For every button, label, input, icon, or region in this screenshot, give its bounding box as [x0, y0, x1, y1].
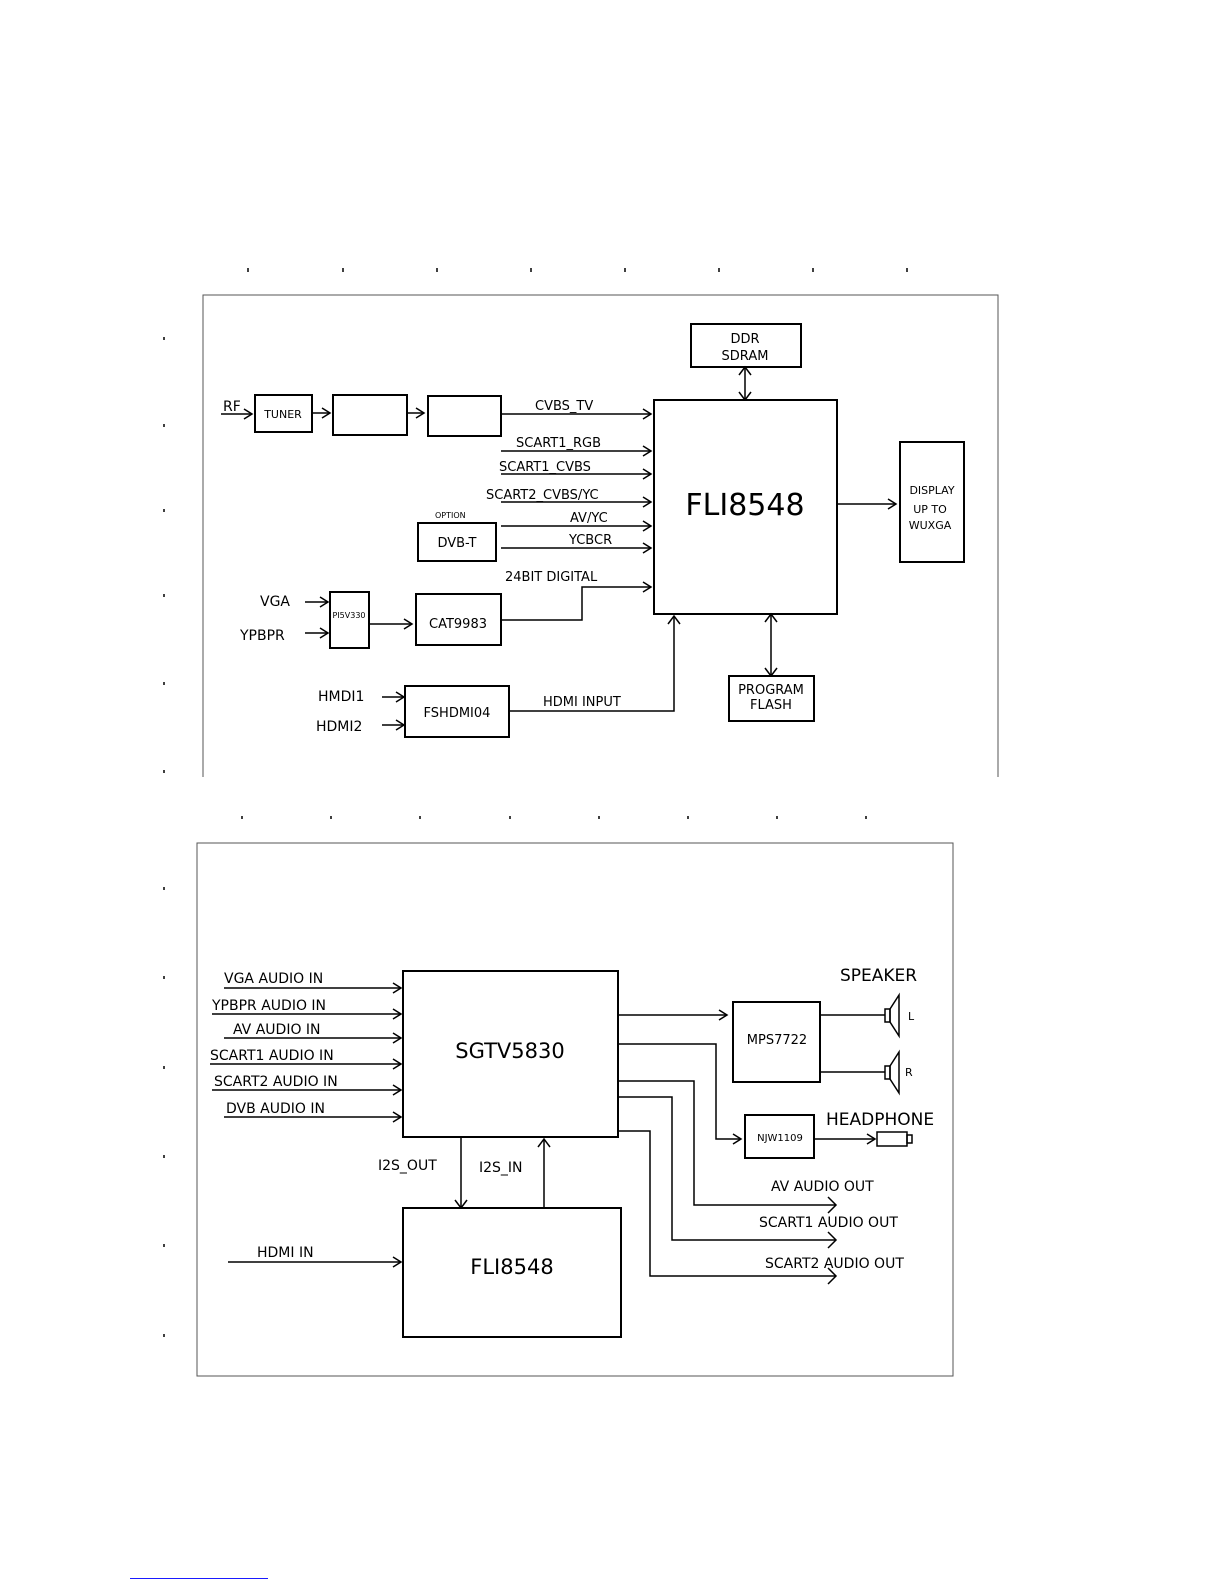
ddr-label: DDR	[730, 332, 759, 347]
hdmi2-label: HDMI2	[316, 719, 362, 735]
speaker-r-label: R	[905, 1066, 913, 1079]
footer-rule	[130, 1578, 268, 1579]
headphone-jack-icon	[876, 1131, 913, 1147]
wuxga-label: WUXGA	[909, 519, 952, 532]
speaker-right-icon	[884, 1049, 900, 1096]
njw1109-block	[744, 1114, 815, 1159]
if-block	[332, 394, 408, 436]
scart2-cvbs-yc-label: SCART2_CVBS/YC	[486, 488, 599, 503]
mps7722-block	[732, 1001, 821, 1083]
av-audio-in-label: AV AUDIO IN	[233, 1022, 321, 1038]
display-label: DISPLAY	[909, 484, 954, 497]
option-label: OPTION	[435, 511, 466, 520]
i2s-out-label: I2S_OUT	[378, 1158, 437, 1174]
njw1109-label: NJW1109	[757, 1133, 803, 1144]
flash-label: FLASH	[750, 698, 792, 713]
24bit-digital-label: 24BIT DIGITAL	[505, 570, 598, 585]
video-block-diagram: RF TUNER CVBS_TV DDR SDRAM FLI8548 SCART…	[202, 294, 999, 777]
scart1-audio-out-label: SCART1 AUDIO OUT	[759, 1215, 898, 1231]
fli8548-block	[653, 399, 838, 615]
scart2-audio-out-label: SCART2 AUDIO OUT	[765, 1256, 904, 1272]
hdmi-input-label: HDMI INPUT	[543, 695, 621, 710]
hmdi1-label: HMDI1	[318, 689, 364, 705]
display-block	[899, 441, 965, 563]
fli8548-audio-label: FLI8548	[470, 1255, 553, 1279]
rf-label: RF	[223, 399, 241, 415]
program-flash-block	[728, 675, 815, 722]
dvb-t-block	[417, 522, 497, 562]
sgtv5830-label: SGTV5830	[455, 1039, 565, 1063]
tuner-label: TUNER	[263, 408, 302, 421]
fshdmi04-block	[404, 685, 510, 738]
sdram-label: SDRAM	[722, 349, 769, 364]
audio-diagram-frame	[196, 842, 954, 1377]
fli8548-label: FLI8548	[685, 488, 804, 523]
frame-tick-marks	[163, 268, 908, 1337]
mps7722-label: MPS7722	[747, 1033, 807, 1048]
ypbpr-label: YPBPR	[239, 628, 285, 644]
scart2-audio-in-label: SCART2 AUDIO IN	[214, 1074, 338, 1090]
hdmi-in-label: HDMI IN	[257, 1245, 314, 1261]
speaker-left-icon	[884, 992, 900, 1039]
cat9983-label: CAT9983	[429, 617, 487, 632]
scart1-rgb-label: SCART1_RGB	[516, 436, 601, 451]
ycbcr-label: YCBCR	[568, 533, 612, 548]
program-label: PROGRAM	[738, 683, 804, 698]
sgtv5830-block	[402, 970, 619, 1138]
scart1-cvbs-label: SCART1_CVBS	[499, 460, 591, 475]
cat9983-block	[415, 593, 502, 646]
dvb-audio-in-label: DVB AUDIO IN	[226, 1101, 325, 1117]
ypbpr-audio-in-label: YPBPR AUDIO IN	[211, 998, 326, 1014]
speaker-label: SPEAKER	[840, 966, 917, 986]
dvb-t-label: DVB-T	[437, 536, 476, 551]
pi5v330-block	[329, 591, 370, 649]
cvbs-tv-label: CVBS_TV	[535, 399, 593, 414]
audio-block-diagram: VGA AUDIO IN YPBPR AUDIO IN AV AUDIO IN …	[196, 842, 954, 1377]
av-yc-label: AV/YC	[570, 511, 608, 526]
headphone-label: HEADPHONE	[826, 1110, 934, 1130]
decoder-block	[427, 395, 502, 437]
i2s-in-label: I2S_IN	[479, 1160, 523, 1176]
video-diagram-frame	[202, 294, 999, 777]
fli8548-audio-block	[402, 1207, 622, 1338]
speaker-l-label: L	[908, 1010, 915, 1023]
pi5v330-label: PI5V330	[332, 611, 365, 620]
scart1-audio-in-label: SCART1 AUDIO IN	[210, 1048, 334, 1064]
av-audio-out-label: AV AUDIO OUT	[771, 1179, 874, 1195]
vga-label: VGA	[260, 594, 290, 610]
up-to-label: UP TO	[913, 503, 947, 516]
ddr-sdram-block	[690, 323, 802, 368]
fshdmi04-label: FSHDMI04	[424, 706, 491, 721]
vga-audio-in-label: VGA AUDIO IN	[224, 971, 323, 987]
